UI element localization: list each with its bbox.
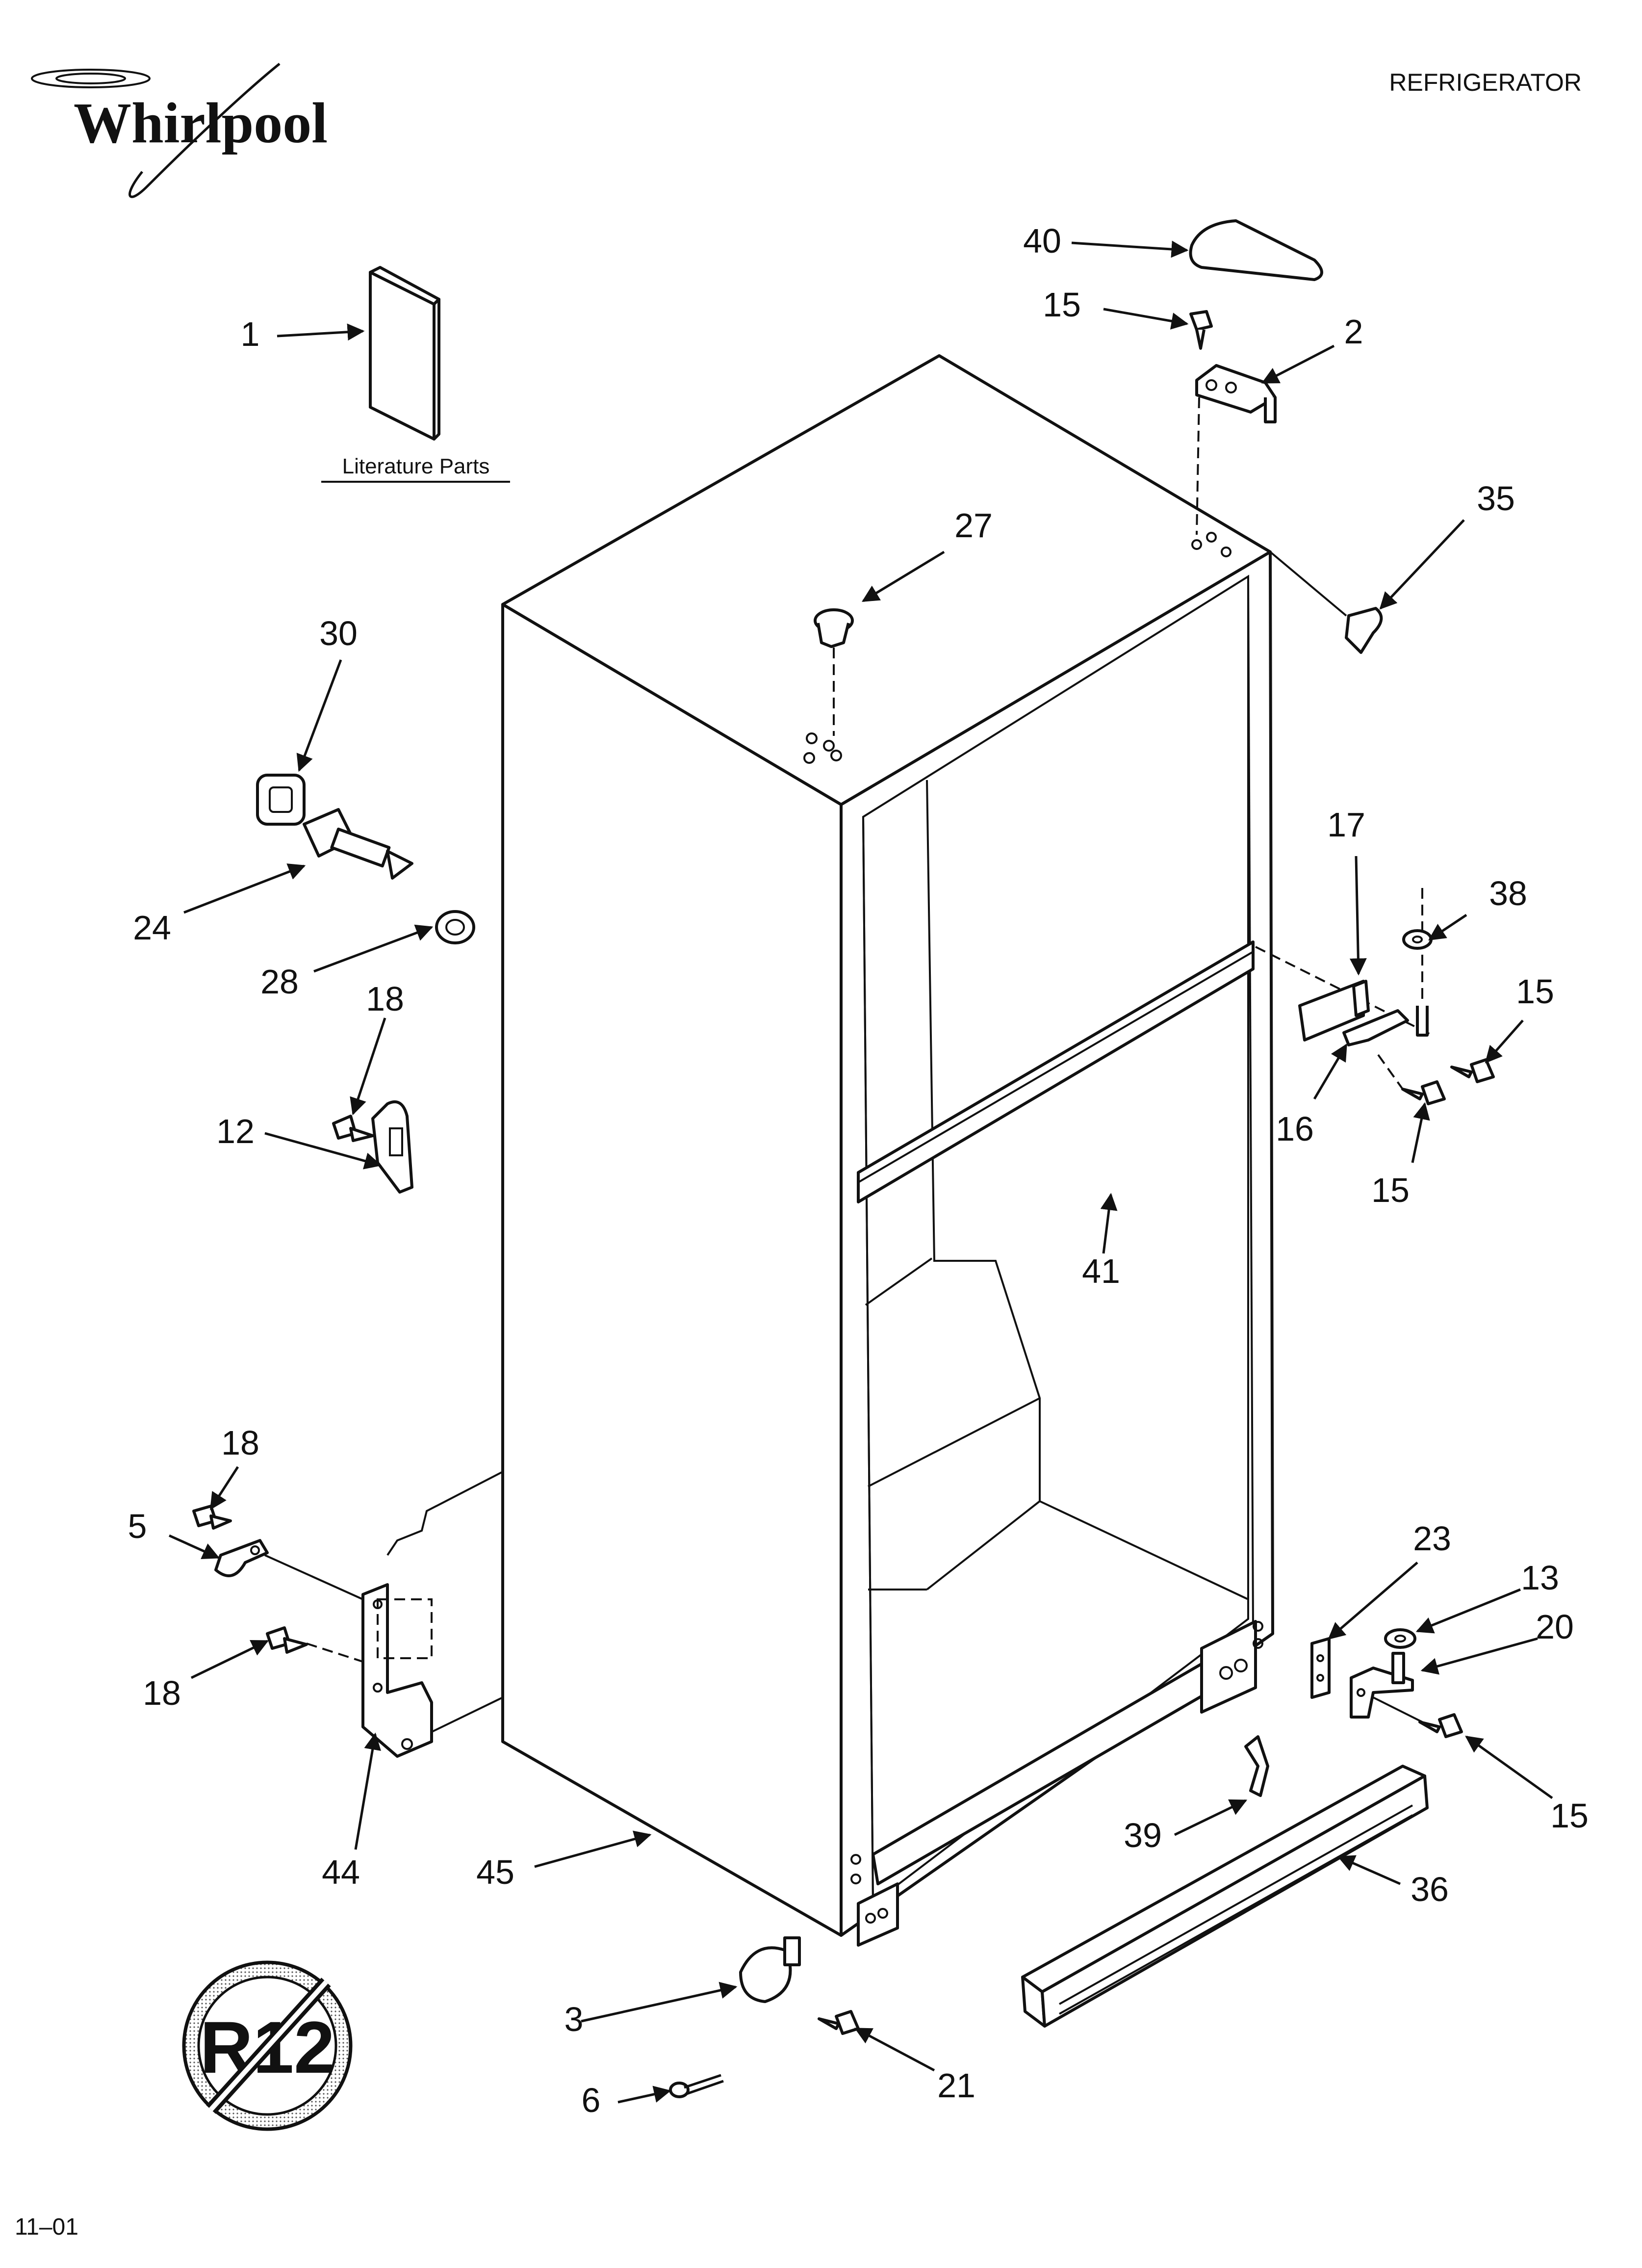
- literature-parts-booklet: [369, 266, 440, 441]
- center-hinge-bracket: [1298, 980, 1370, 1042]
- callout-13: 13: [1521, 1559, 1559, 1597]
- lower-hinge-screw: [1418, 1713, 1463, 1738]
- center-hinge: [1342, 1006, 1429, 1046]
- footer-code: 11–01: [15, 2214, 78, 2240]
- callout-6: 6: [582, 2081, 601, 2119]
- leader-lines: [168, 240, 1553, 2104]
- refrigerator-cabinet: [386, 354, 1274, 1947]
- callout-20: 20: [1536, 1608, 1574, 1646]
- no-r12-badge: R12: [182, 1960, 353, 2131]
- callout-36: 36: [1411, 1870, 1449, 1908]
- lower-hinge-shim: [1310, 1637, 1331, 1699]
- callout-44: 44: [322, 1853, 360, 1891]
- callout-23: 23: [1413, 1519, 1451, 1558]
- lower-left-screw: [266, 1626, 308, 1654]
- whirlpool-logo: Whirlpool: [31, 63, 328, 198]
- top-hinge: [1195, 364, 1277, 535]
- callout-1: 1: [241, 315, 260, 353]
- hinge-cover: [1189, 219, 1323, 281]
- hinge-shim: [1269, 551, 1383, 654]
- section-title: REFRIGERATOR: [1389, 69, 1582, 96]
- cabinet-top-plug: [814, 608, 854, 736]
- clamp-screw: [192, 1505, 232, 1530]
- callout-16: 16: [1276, 1110, 1314, 1148]
- callout-12: 12: [216, 1112, 255, 1150]
- callout-24: 24: [133, 909, 171, 947]
- callout-15-right-lower: 15: [1550, 1797, 1589, 1835]
- literature-parts-label: Literature Parts: [342, 454, 490, 478]
- callout-35: 35: [1477, 479, 1515, 518]
- callout-18-upper: 18: [366, 980, 404, 1018]
- grille-clip: [1244, 1735, 1269, 1797]
- callout-38: 38: [1489, 874, 1527, 912]
- callout-17: 17: [1327, 806, 1365, 844]
- handle-bumper: [256, 774, 306, 826]
- lower-hinge-washer: [1384, 1628, 1416, 1649]
- callout-27: 27: [954, 506, 993, 545]
- callout-15-right-middle: 15: [1371, 1171, 1410, 1209]
- callout-2: 2: [1344, 313, 1363, 351]
- top-hinge-screw: [1189, 310, 1213, 350]
- callout-18-lower: 18: [143, 1674, 181, 1712]
- center-hinge-washer: [1402, 929, 1433, 950]
- callout-30: 30: [319, 614, 358, 652]
- callout-41: 41: [1082, 1252, 1120, 1290]
- callout-40: 40: [1023, 222, 1061, 260]
- center-hinge-screw-upper: [1450, 1058, 1495, 1083]
- door-stop-pin: [303, 808, 413, 880]
- roller-screw: [818, 2010, 860, 2035]
- lower-hinge: [1350, 1652, 1414, 1719]
- callout-39: 39: [1124, 1816, 1162, 1854]
- brand-name: Whirlpool: [74, 91, 328, 155]
- callout-labels: 1 2 3 5 6 12 13 15 15 15 15 16 17 18 18 …: [128, 222, 1589, 2119]
- tubing-clamp: [214, 1539, 269, 1577]
- callout-28: 28: [260, 963, 299, 1001]
- callout-21: 21: [937, 2066, 975, 2105]
- rear-access-panel: [361, 1583, 433, 1758]
- toe-grille: [1021, 1765, 1429, 2028]
- roller-pin: [669, 2074, 724, 2098]
- upper-left-screw: [332, 1115, 374, 1142]
- center-hinge-screw-lower: [1401, 1080, 1446, 1105]
- grommet: [435, 910, 475, 944]
- callout-15-top: 15: [1043, 286, 1081, 324]
- callout-45: 45: [476, 1853, 514, 1891]
- upper-left-bracket: [371, 1100, 413, 1194]
- callout-15-right-upper: 15: [1516, 972, 1554, 1011]
- callout-5: 5: [128, 1507, 147, 1545]
- leveling-roller: [739, 1936, 801, 2003]
- callout-18-middle: 18: [221, 1424, 259, 1462]
- divider-rail: [857, 940, 1255, 1203]
- callout-3: 3: [564, 2000, 584, 2038]
